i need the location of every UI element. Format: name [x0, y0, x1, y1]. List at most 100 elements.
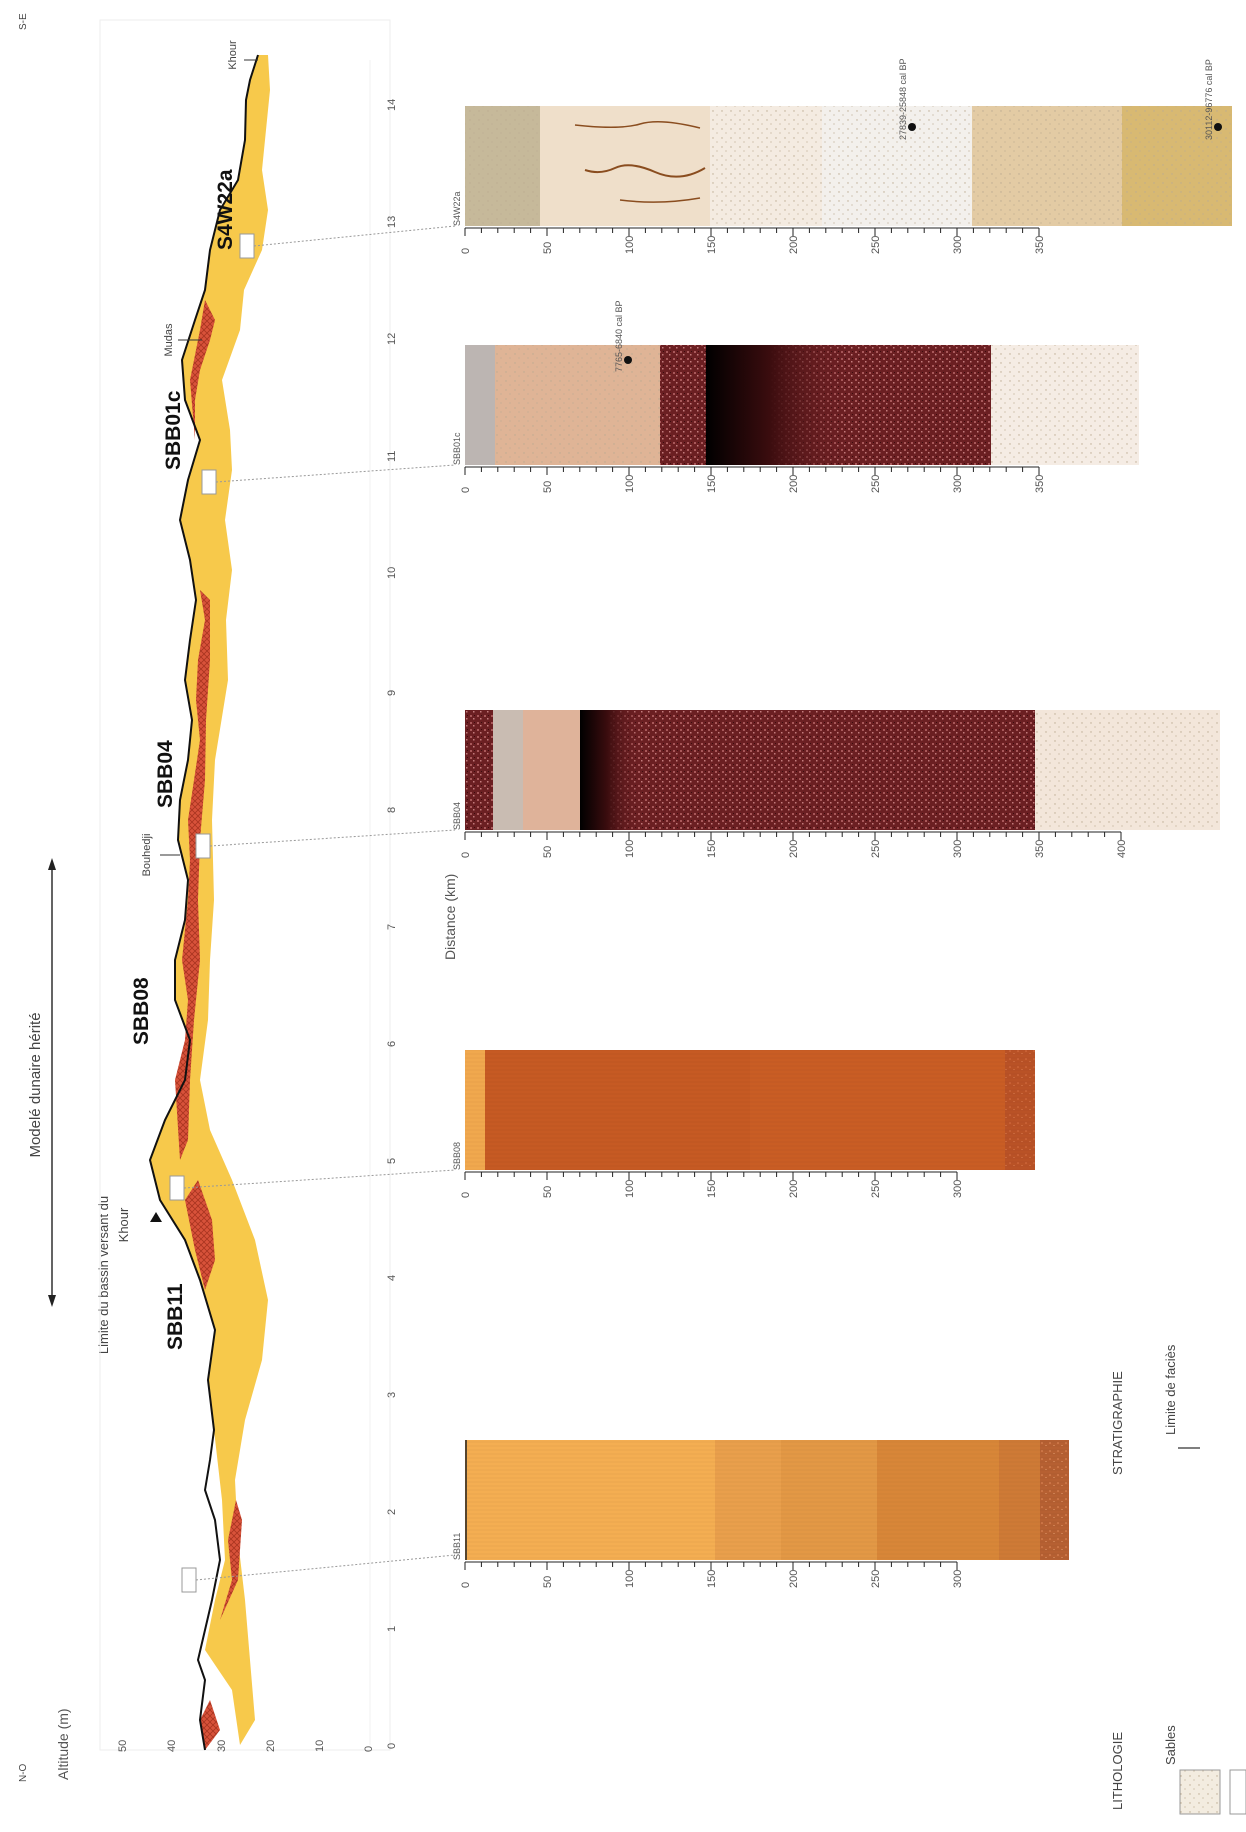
site-label-sbb08: SBB08	[130, 977, 153, 1045]
red-soil-4	[175, 590, 210, 1160]
ruler-label: 0	[460, 1582, 472, 1588]
core-code: SBB01c	[452, 432, 462, 465]
legend-lithology-title: LITHOLOGIE	[1110, 1732, 1125, 1810]
legend-facies-limit-label: Limite de faciès	[1163, 1344, 1178, 1435]
red-soil-1	[200, 1700, 220, 1750]
x-tick: 5	[386, 1158, 398, 1164]
x-tick: 4	[386, 1275, 398, 1281]
site-label-s4w22a: S4W22a	[214, 169, 237, 250]
ruler-label: 300	[952, 1180, 964, 1198]
x-tick: 11	[386, 451, 398, 462]
ruler-label: 150	[706, 236, 718, 254]
ruler-label: 50	[542, 242, 554, 254]
ruler-label: 400	[1116, 840, 1128, 858]
ruler-label: 300	[952, 1570, 964, 1588]
x-tick: 12	[386, 333, 398, 345]
x-tick: 3	[386, 1392, 398, 1398]
ruler-label: 50	[542, 481, 554, 493]
x-tick: 13	[386, 216, 398, 228]
x-tick: 8	[386, 807, 398, 813]
ruler-label: 100	[624, 840, 636, 858]
red-soil-2	[220, 1500, 242, 1620]
elevation-profile: Altitude (m) 50 40 30 20 10 0 0123456789…	[55, 19, 458, 1780]
y-tick: 30	[216, 1740, 228, 1752]
ruler-label: 150	[706, 1570, 718, 1588]
dune-model-arrow	[48, 858, 56, 1307]
site-label-sbb01c: SBB01c	[162, 390, 185, 470]
x-tick: 9	[386, 690, 398, 696]
ruler-label: 300	[952, 236, 964, 254]
core-connectors	[169, 225, 456, 1593]
ruler-label: 200	[788, 1570, 800, 1588]
ruler-label: 150	[706, 475, 718, 493]
y-tick: 0	[363, 1746, 375, 1752]
legend-sand-label: Sables	[1163, 1725, 1178, 1765]
y-tick: 50	[117, 1740, 129, 1752]
basin-limit-label: Limite du bassin versant du	[96, 1196, 111, 1354]
place-label-khour: Khour	[227, 40, 239, 70]
basin-limit-label-2: Khour	[116, 1207, 131, 1242]
x-tick: 0	[386, 1743, 398, 1749]
y-axis-label: Altitude (m)	[55, 1708, 71, 1780]
dune-model-title: Modelé dunaire hérité	[27, 1012, 44, 1157]
site-label-sbb11: SBB11	[164, 1283, 187, 1350]
ruler-label: 0	[460, 1192, 472, 1198]
y-tick: 20	[265, 1740, 277, 1752]
ruler-label: 0	[460, 852, 472, 858]
ruler-label: 0	[460, 248, 472, 254]
sand-deposit	[150, 55, 270, 1745]
ruler-label: 250	[870, 1570, 882, 1588]
place-label-bouhedji: Bouhedji	[141, 834, 153, 877]
ruler-label: 350	[1034, 236, 1046, 254]
core-s4w22a: S4W22a 27839-25848 cal BP 30112-96776 ca…	[452, 58, 1232, 254]
place-label-mudas: Mudas	[163, 323, 175, 357]
x-tick: 2	[386, 1509, 398, 1515]
ruler-label: 250	[870, 475, 882, 493]
ruler-label: 200	[788, 1180, 800, 1198]
ruler-label: 50	[542, 1186, 554, 1198]
ruler-label: 350	[1034, 840, 1046, 858]
x-tick: 10	[386, 567, 398, 579]
ruler-label: 200	[788, 840, 800, 858]
x-axis-label: Distance (km)	[442, 874, 458, 960]
site-label-sbb04: SBB04	[154, 740, 177, 808]
ruler-label: 100	[624, 236, 636, 254]
x-tick: 1	[386, 1626, 398, 1632]
ruler-label: 300	[952, 840, 964, 858]
y-tick: 10	[314, 1740, 326, 1752]
ruler-label: 250	[870, 840, 882, 858]
ruler-label: 150	[706, 1180, 718, 1198]
ruler-label: 300	[952, 475, 964, 493]
direction-nw-label: N-O	[18, 1763, 29, 1782]
y-axis-ticks: 50 40 30 20 10 0	[117, 1740, 375, 1752]
red-soil-3	[185, 1180, 215, 1290]
legend-stratigraphy-title: STRATIGRAPHIE	[1110, 1371, 1125, 1475]
ruler-label: 100	[624, 1570, 636, 1588]
core-code: S4W22a	[452, 191, 462, 226]
core-code: SBB11	[452, 1533, 462, 1560]
ruler-label: 200	[788, 236, 800, 254]
ruler-label: 250	[870, 236, 882, 254]
x-tick: 6	[386, 1041, 398, 1047]
core-date: 30112-96776 cal BP	[1204, 59, 1214, 140]
ruler-label: 0	[460, 487, 472, 493]
ruler-label: 350	[1034, 475, 1046, 493]
core-date: 7765-6840 cal BP	[614, 300, 624, 372]
ruler-label: 100	[624, 1180, 636, 1198]
core-code: SBB04	[452, 802, 462, 830]
red-soil-5	[190, 300, 215, 440]
ruler-label: 250	[870, 1180, 882, 1198]
ruler-label: 50	[542, 1576, 554, 1588]
surface-line	[148, 54, 259, 1751]
x-tick: 14	[386, 99, 398, 111]
core-date: 27839-25848 cal BP	[898, 58, 908, 140]
x-tick: 7	[386, 924, 398, 930]
core-sbb11: SBB11 0 50 100 150 200 250 300	[452, 1440, 1069, 1588]
ruler-label: 150	[706, 840, 718, 858]
direction-se-label: S-E	[18, 13, 29, 30]
